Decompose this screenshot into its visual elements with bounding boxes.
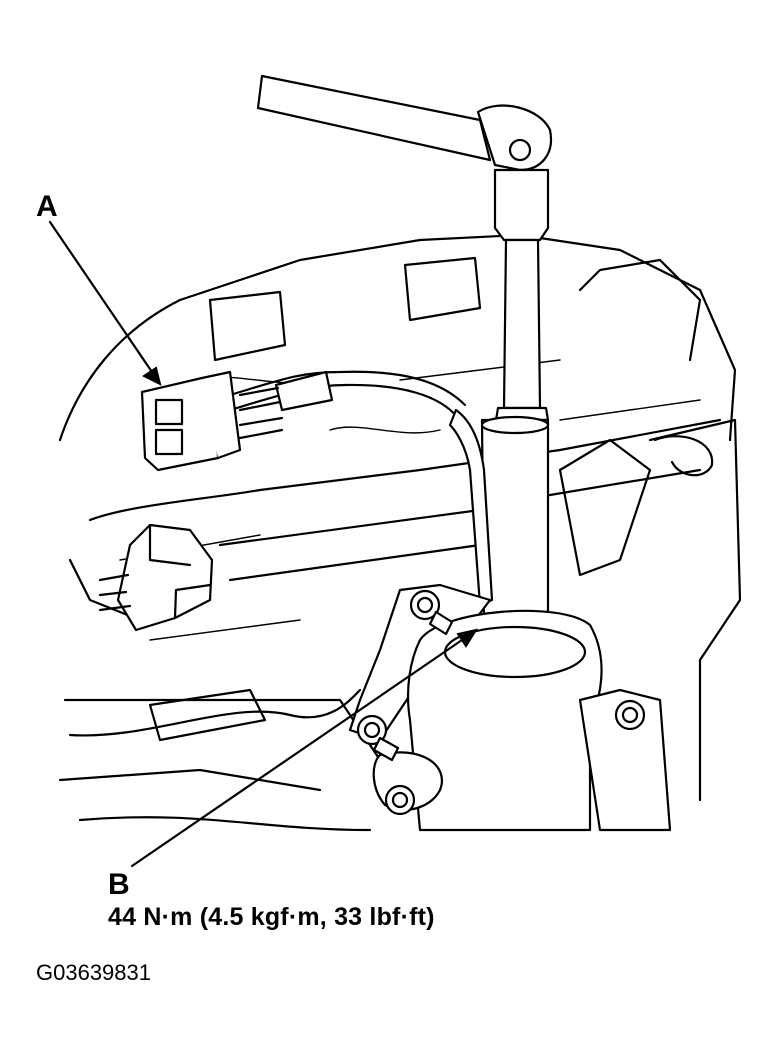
callout-a-label: A (36, 190, 58, 223)
leader-line-b (130, 628, 479, 868)
torque-wrench (256, 74, 553, 638)
connector-secondary (98, 523, 214, 632)
bolt (356, 714, 400, 762)
bolt (614, 699, 646, 731)
figure-id: G03639831 (36, 960, 151, 985)
leader-line-a (48, 220, 162, 386)
connector-a (140, 370, 284, 472)
mount-bracket (348, 583, 672, 832)
torque-spec: 44 N·m (4.5 kgf·m, 33 lbf·ft) (108, 903, 435, 931)
bolt (384, 784, 416, 816)
bolt (409, 589, 454, 636)
callout-b-label: B (108, 868, 130, 901)
